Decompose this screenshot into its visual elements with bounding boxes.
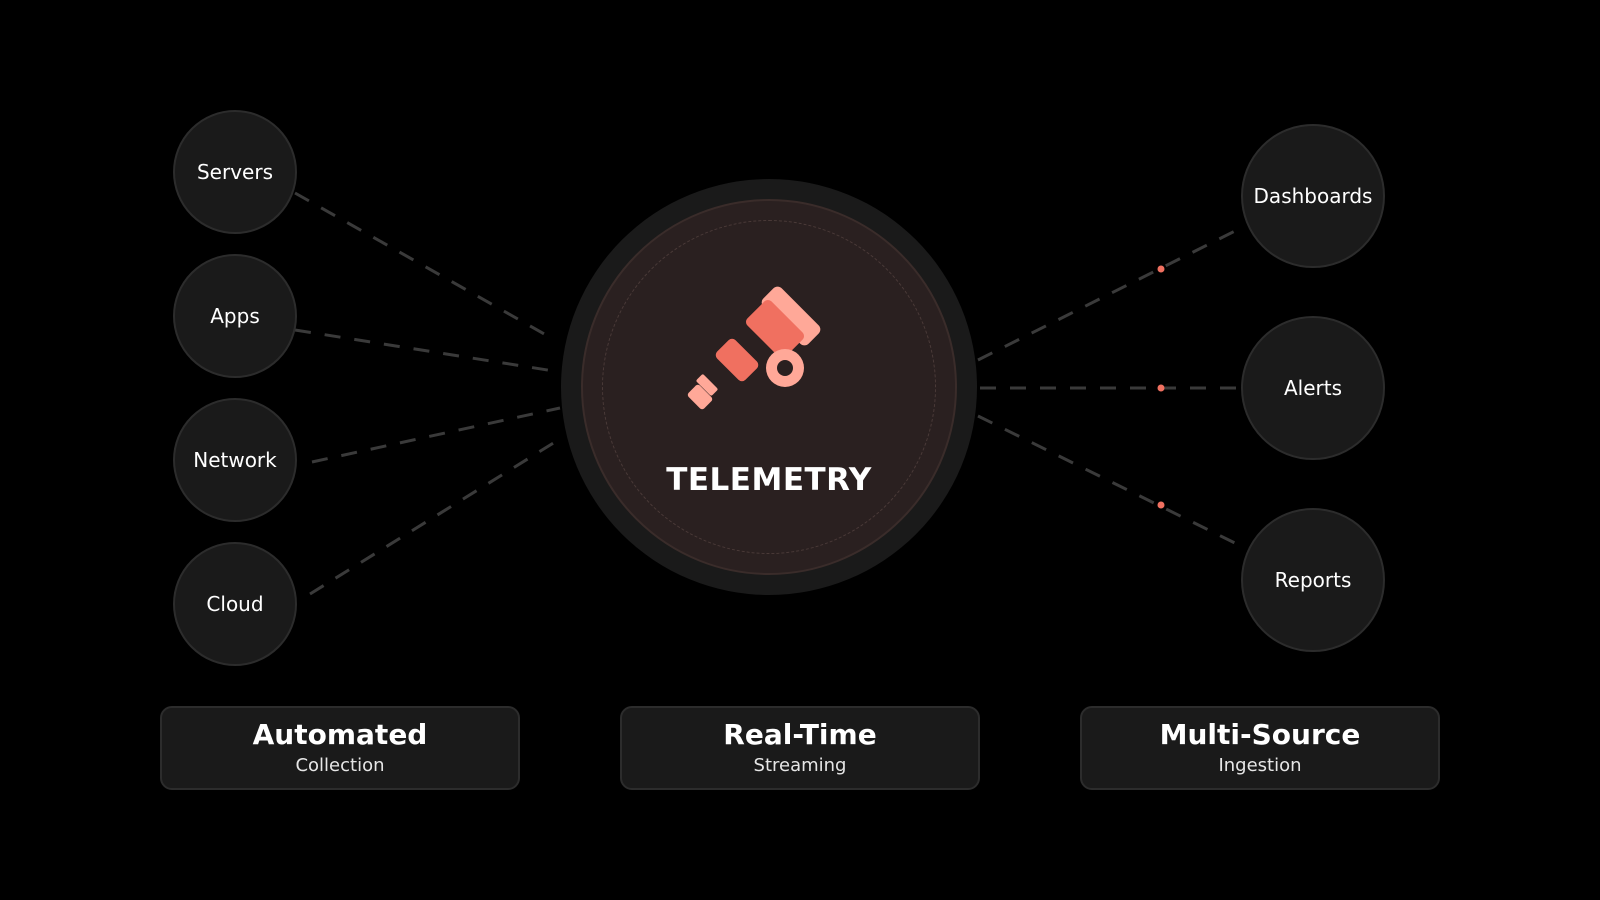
output-node-reports: Reports [1241, 508, 1385, 652]
connector-reports [977, 414, 1246, 550]
source-node-cloud: Cloud [173, 542, 297, 666]
connector-servers [294, 191, 556, 342]
telescope-icon [687, 286, 821, 410]
output-node-alerts: Alerts [1241, 316, 1385, 460]
output-label: Dashboards [1253, 184, 1373, 208]
feature-card-multi-source: Multi-Source Ingestion [1080, 706, 1440, 790]
source-node-servers: Servers [173, 110, 297, 234]
feature-title: Automated [252, 718, 428, 751]
packet-dot-dashboards [1157, 265, 1165, 273]
feature-subtitle: Ingestion [1218, 755, 1302, 776]
feature-card-real-time: Real-Time Streaming [620, 706, 980, 790]
source-label: Cloud [206, 592, 264, 616]
output-node-dashboards: Dashboards [1241, 124, 1385, 268]
source-label: Network [193, 448, 277, 472]
source-label: Apps [210, 304, 260, 328]
connector-apps [294, 328, 561, 374]
output-label: Reports [1274, 568, 1352, 592]
feature-subtitle: Collection [295, 755, 385, 776]
source-node-network: Network [173, 398, 297, 522]
connector-network [311, 406, 561, 464]
source-label: Servers [196, 160, 273, 184]
telemetry-hub-ring [602, 220, 936, 554]
hub-title: TELEMETRY [666, 462, 872, 498]
packet-dot-alerts [1157, 384, 1165, 392]
feature-card-automated: Automated Collection [160, 706, 520, 790]
output-label: Alerts [1283, 376, 1343, 400]
feature-subtitle: Streaming [753, 755, 847, 776]
connector-cloud [309, 440, 556, 596]
feature-title: Multi-Source [1159, 718, 1361, 751]
packet-dot-reports [1157, 501, 1165, 509]
source-node-apps: Apps [173, 254, 297, 378]
connector-dashboards [977, 224, 1246, 362]
feature-title: Real-Time [723, 718, 877, 751]
